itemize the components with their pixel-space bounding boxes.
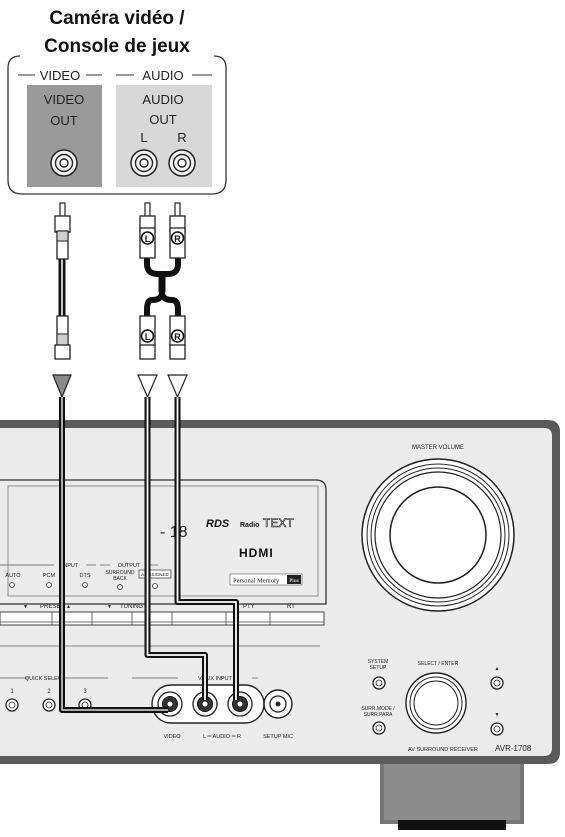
personal-memory-label: Personal Memory xyxy=(233,578,280,585)
pcm-indicator xyxy=(46,582,52,588)
display-window xyxy=(0,479,327,605)
master-volume-label: MASTER VOLUME xyxy=(412,445,464,451)
button-strip[interactable] xyxy=(0,611,325,626)
video-out-label-2: OUT xyxy=(50,113,78,128)
dts-indicator-label: DTS xyxy=(80,573,91,579)
preset-down-icon: ▼ xyxy=(23,604,28,610)
system-setup-label-2: SETUP xyxy=(370,665,387,671)
hdmi-logo: HDMI xyxy=(239,546,274,560)
audio-out-label-1: AUDIO xyxy=(142,92,183,107)
personal-memory-badge xyxy=(229,573,303,586)
plug-left-marker-2: L xyxy=(145,332,151,342)
rt-label: RT xyxy=(287,604,295,610)
video-group-label: VIDEO xyxy=(40,68,80,83)
surround-back-indicator xyxy=(117,584,123,590)
audio-right-cable-run xyxy=(174,397,239,700)
video-out-label-1: VIDEO xyxy=(44,92,84,107)
v-aux-audio-label: L ═ AUDIO ═ R xyxy=(203,734,241,740)
quick-select-1-button[interactable] xyxy=(5,698,19,712)
audio-right-flow-arrow xyxy=(167,374,188,399)
select-up-button[interactable] xyxy=(490,676,504,690)
select-up-icon: ▲ xyxy=(495,666,500,672)
radio-logo: Radio xyxy=(240,522,259,529)
tuning-down-icon: ▼ xyxy=(107,604,112,610)
plug-left-marker: L xyxy=(145,234,151,244)
quick-select-2-button[interactable] xyxy=(42,698,56,712)
master-volume-knob[interactable] xyxy=(361,458,515,612)
output-label: OUTPUT xyxy=(118,563,141,569)
device-title-line2: Console de jeux xyxy=(44,36,190,57)
audio-plug-top-left: L xyxy=(139,202,156,259)
video-out-jack xyxy=(50,149,78,177)
quick-select-1-label: 1 xyxy=(10,689,14,695)
plus-label: Plus xyxy=(289,578,298,584)
model-number: AVR-1708 xyxy=(495,744,532,753)
plug-right-marker-2: R xyxy=(174,332,181,342)
video-cable-run xyxy=(59,397,168,713)
dts-indicator xyxy=(82,582,88,588)
audio-out-left-label: L xyxy=(140,130,147,145)
system-setup-button[interactable] xyxy=(372,676,386,690)
auto-indicator-label: AUTO xyxy=(5,573,21,579)
setup-mic-label: SETUP MIC xyxy=(263,734,293,740)
select-down-button[interactable] xyxy=(490,722,504,736)
audio-left-cable-run xyxy=(144,397,208,700)
input-label: INPUT xyxy=(62,563,79,569)
system-setup-label-1: SYSTEM xyxy=(368,659,389,665)
preset-up-icon: ▲ xyxy=(66,604,71,610)
surround-back-label-1: SURROUND xyxy=(106,570,135,576)
surr-mode-label-2: SURR.PARA xyxy=(364,712,393,718)
surr-mode-label-1: SURR.MODE / xyxy=(361,706,395,712)
assign-indicator xyxy=(152,583,158,589)
video-plug-bottom xyxy=(54,315,71,360)
text-logo: TEXT xyxy=(263,516,294,530)
audio-out-right-jack xyxy=(168,149,196,177)
audio-out-label-2: OUT xyxy=(149,112,177,127)
display-digits: - 18 xyxy=(160,524,188,541)
plug-right-marker: R xyxy=(174,234,181,244)
audio-cable xyxy=(144,256,181,318)
device-outline xyxy=(7,55,227,195)
video-flow-arrow xyxy=(52,374,72,399)
select-down-icon: ▼ xyxy=(495,712,500,718)
audio-group-label: AUDIO xyxy=(142,68,183,83)
audio-out-left-jack xyxy=(130,149,158,177)
select-enter-label: SELECT / ENTER xyxy=(418,661,459,667)
audio-left-flow-arrow xyxy=(137,374,158,399)
audio-out-panel xyxy=(116,85,212,187)
assign-badge: A.ASSIGNED xyxy=(141,572,169,577)
tuning-label: TUNING xyxy=(120,604,143,610)
select-enter-knob[interactable] xyxy=(405,672,467,734)
audio-plug-bottom-right: R xyxy=(169,315,186,360)
v-aux-audio-right-jack[interactable] xyxy=(227,691,253,717)
model-label: AV SURROUND RECEIVER xyxy=(408,747,478,753)
pty-label: PTY xyxy=(243,604,255,610)
v-aux-input-label: V.AUX INPUT xyxy=(198,676,233,682)
surround-back-label-2: BACK xyxy=(113,576,127,582)
pcm-indicator-label: PCM xyxy=(43,573,56,579)
v-aux-video-label: VIDEO xyxy=(163,734,181,740)
auto-indicator xyxy=(9,582,15,588)
device-title-line1: Caméra vidéo / xyxy=(49,8,185,29)
audio-out-right-label: R xyxy=(177,130,186,145)
quick-select-3-label: 3 xyxy=(83,689,87,695)
audio-plug-top-right: R xyxy=(169,202,186,259)
surr-mode-button[interactable] xyxy=(372,721,386,735)
setup-mic-jack[interactable] xyxy=(263,689,293,719)
audio-plug-bottom-left: L xyxy=(139,315,156,360)
rds-logo: RDS xyxy=(206,518,230,530)
quick-select-label: QUICK SELECT xyxy=(25,676,66,682)
preset-label: PRESET xyxy=(40,604,64,610)
video-plug-top xyxy=(54,202,71,260)
quick-select-2-label: 2 xyxy=(47,689,51,695)
